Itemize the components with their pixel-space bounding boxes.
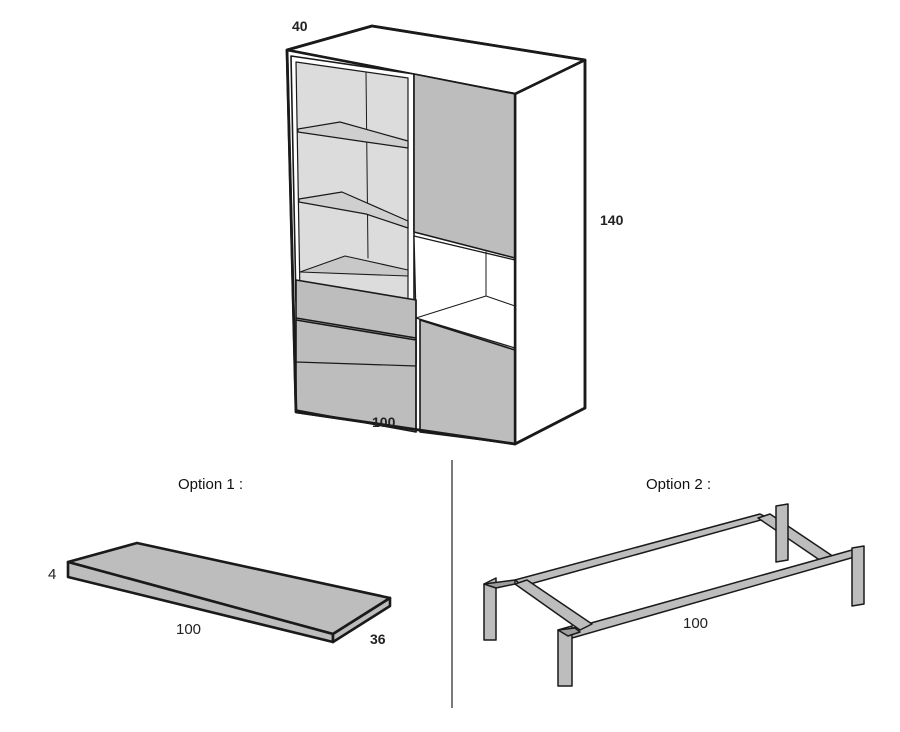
option1-thickness-label: 4 <box>48 566 56 583</box>
leg-front-right <box>851 545 865 607</box>
plinth-side-edge <box>331 596 392 644</box>
drawer-divider <box>295 317 417 339</box>
leg-back-right <box>775 503 789 563</box>
option1-depth-label: 36 <box>370 631 386 647</box>
base-left-rail <box>514 579 593 631</box>
niche-floor-edge <box>415 295 487 319</box>
leg-back-left <box>483 577 497 641</box>
glass-shelf-upper <box>297 121 409 149</box>
option2-title: Option 2 : <box>646 476 711 493</box>
option1-width-label: 100 <box>176 621 201 638</box>
cabinet-drawing <box>285 24 587 446</box>
upper-right-door <box>413 73 516 259</box>
drawer-split <box>295 361 417 367</box>
cabinet-outline <box>285 24 587 446</box>
glass-shelf-lower <box>298 191 409 229</box>
option1-title: Option 1 : <box>178 476 243 493</box>
base-back-rail <box>514 513 769 587</box>
glass-inner-back-edge <box>365 71 369 259</box>
niche-floor-edge-right <box>485 295 516 307</box>
option1-plinth <box>66 541 392 644</box>
leg-front-left <box>557 625 573 687</box>
option2-width-label: 100 <box>683 615 708 632</box>
cabinet-height-label: 140 <box>600 212 624 228</box>
cabinet-side-face <box>513 58 587 446</box>
base-right-rail <box>757 513 835 564</box>
option2-metal-base <box>483 503 865 687</box>
cabinet-top-edge <box>513 58 587 96</box>
cabinet-width-label: 100 <box>372 414 396 430</box>
base-front-rail <box>565 549 859 639</box>
cabinet-depth-label: 40 <box>292 18 308 34</box>
glass-shelf-bottom <box>299 255 409 277</box>
